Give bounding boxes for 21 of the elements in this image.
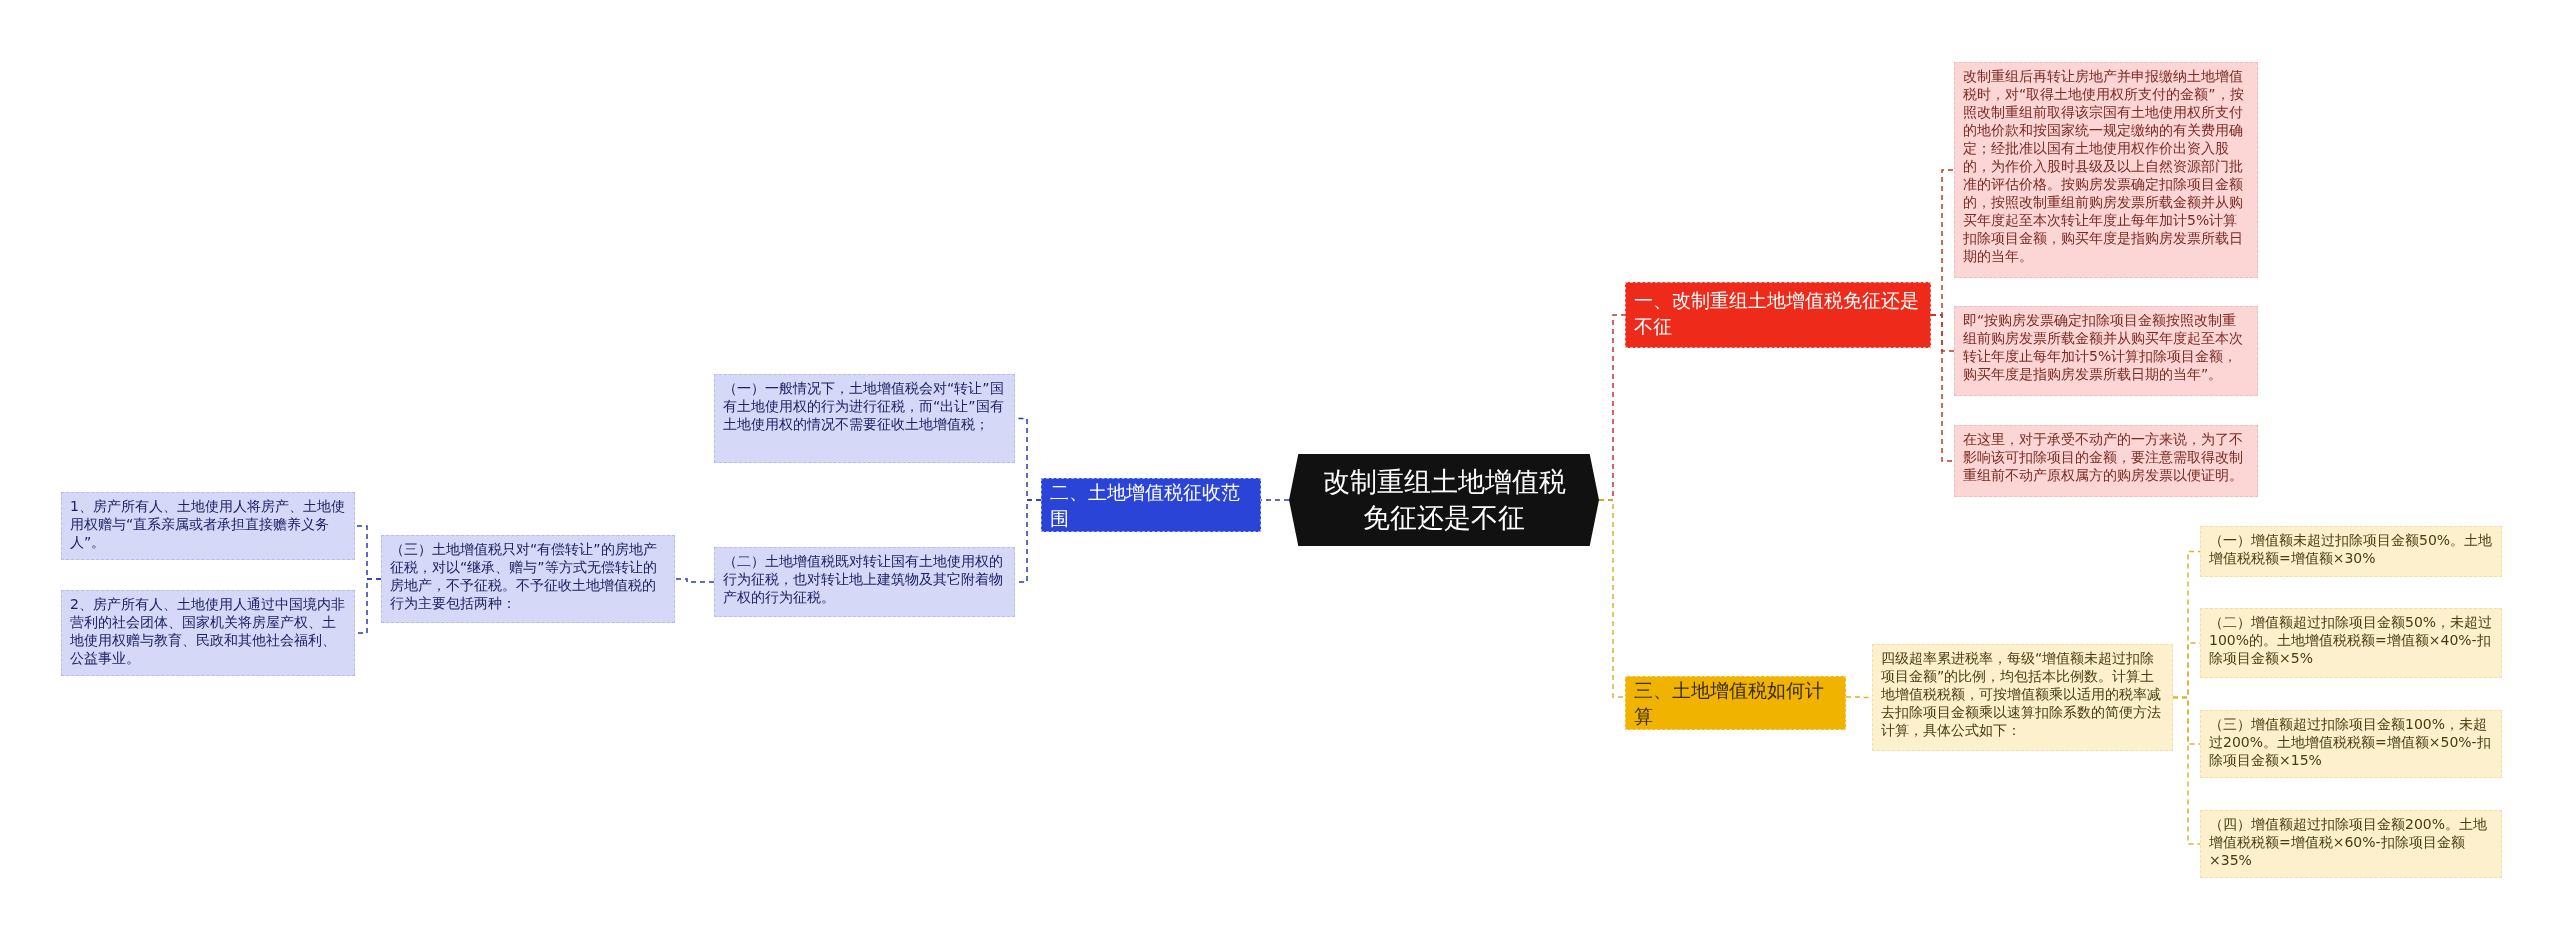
note-box: （一）一般情况下，土地增值税会对“转让”国有土地使用权的行为进行征税，而“出让”国有土地使用权的情况不需要征收土地增值税； xyxy=(714,374,1015,463)
note-box: 四级超率累进税率，每级“增值额未超过扣除项目金额”的比例，均包括本比例数。计算土地增值税税额，可按增值额乘以适用的税率减去扣除项目金额乘以速算扣除系数的简便方法计算，具体公式如下： xyxy=(1872,644,2173,751)
topic-hexagon: 改制重组土地增值税免征还是不征 xyxy=(1289,454,1599,546)
branch-box: 二、土地增值税征收范围 xyxy=(1041,478,1261,532)
note-box: （四）增值额超过扣除项目金额200%。土地增值税税额=增值税×60%-扣除项目金额×35% xyxy=(2200,810,2502,878)
connector-line xyxy=(2172,696,2201,845)
note-box: （二）增值额超过扣除项目金额50%，未超过100%的。土地增值税税额=增值额×40%-扣除项目金额×5% xyxy=(2200,608,2502,678)
note-box: （一）增值额未超过扣除项目金额50%。土地增值税税额=增值额×30% xyxy=(2200,526,2502,577)
note-box: 即“按购房发票确定扣除项目金额按照改制重组前购房发票所载金额并从购买年度起至本次转让年度止每年加计5%计算扣除项目金额，购买年度是指购房发票所载日期的当年”。 xyxy=(1954,306,2258,396)
note-box: 改制重组后再转让房地产并申报缴纳土地增值税时，对“取得土地使用权所支付的金额”，按照改制重组前取得该宗国有土地使用权所支付的地价款和按国家统一规定缴纳的有关费用确定；经批准以国有土地使用权作价出资入股的，为作价入股时县级及以上自然资源部门批准的评估价格。按购房发票确定扣除项目金额的，按照改制重组前购房发票所载金额并从购买年度起至本次转让年度止每年加计5%计算扣除项目金额，购买年度是指购房发票所载日期的当年。 xyxy=(1954,62,2258,278)
note-box: 在这里，对于承受不动产的一方来说，为了不影响该可扣除项目的金额，要注意需取得改制重组前不动产原权属方的购房发票以便证明。 xyxy=(1954,425,2258,497)
note-box: 1、房产所有人、土地使用人将房产、土地使用权赠与“直系亲属或者承担直接赡养义务人”。 xyxy=(61,492,355,560)
note-box: （三）土地增值税只对“有偿转让”的房地产征税，对以“继承、赠与”等方式无偿转让的房地产，不予征税。不予征收土地增值税的行为主要包括两种： xyxy=(381,535,675,623)
connector-line xyxy=(1930,314,1955,462)
branch-box: 三、土地增值税如何计算 xyxy=(1625,676,1846,730)
branch-box: 一、改制重组土地增值税免征还是不征 xyxy=(1625,282,1931,348)
note-box: （三）增值额超过扣除项目金额100%，未超过200%。土地增值税税额=增值额×50%-扣除项目金额×15% xyxy=(2200,710,2502,778)
note-box: （二）土地增值税既对转让国有土地使用权的行为征税，也对转让地上建筑物及其它附着物产权的行为征税。 xyxy=(714,547,1015,617)
note-box: 2、房产所有人、土地使用人通过中国境内非营利的社会团体、国家机关将房屋产权、土地使用权赠与教育、民政和其他社会福利、公益事业。 xyxy=(61,590,355,676)
connector-line xyxy=(1598,499,1626,698)
connector-line xyxy=(674,578,715,583)
